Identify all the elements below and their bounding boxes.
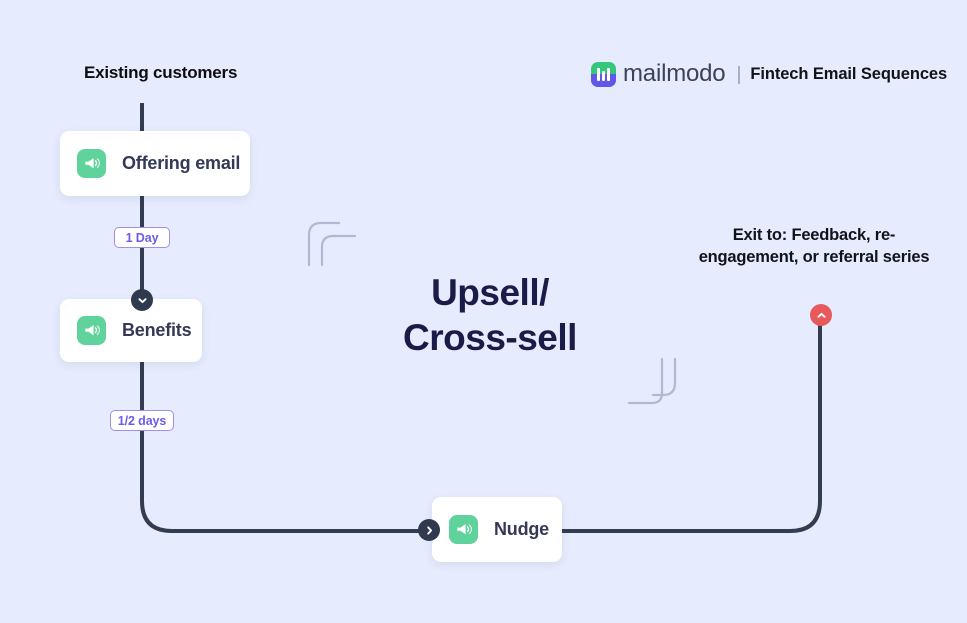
logo-bar-1 (597, 67, 600, 81)
delay-chip-2[interactable]: 1/2 days (110, 410, 174, 431)
chevron-up-icon[interactable] (810, 304, 832, 326)
chevron-down-icon[interactable] (131, 289, 153, 311)
exit-label-line-2: engagement, or referral series (698, 248, 930, 266)
brand-header: mailmodo | Fintech Email Sequences (591, 60, 947, 88)
brand-tagline: Fintech Email Sequences (750, 64, 948, 83)
deco-top-left-corner-icon (307, 221, 357, 267)
delay-chip-1[interactable]: 1 Day (114, 227, 170, 248)
megaphone-icon (77, 149, 106, 178)
deco-bottom-right-corner-icon (627, 357, 677, 405)
logo-bar-2 (602, 70, 605, 81)
brand-name: mailmodo (623, 60, 726, 87)
page-title-line-1: Upsell/ (431, 272, 549, 313)
node-label: Offering email (122, 153, 241, 173)
node-offering-email[interactable]: Offering email (60, 131, 250, 196)
node-label: Nudge (494, 519, 549, 539)
page-title: Upsell/ Cross-sell (345, 270, 635, 360)
mailmodo-logo-icon (591, 61, 616, 87)
page-title-line-2: Cross-sell (403, 317, 577, 358)
node-benefits[interactable]: Benefits (60, 299, 202, 362)
megaphone-icon (77, 316, 106, 345)
megaphone-icon (449, 515, 478, 544)
entry-label: Existing customers (84, 63, 238, 82)
chevron-right-icon[interactable] (418, 519, 440, 541)
node-label: Benefits (122, 320, 192, 340)
brand-separator: | (736, 63, 742, 85)
exit-label-line-1: Exit to: Feedback, re- (732, 226, 896, 244)
node-nudge[interactable]: Nudge (432, 497, 562, 562)
exit-label: Exit to: Feedback, re- engagement, or re… (694, 224, 934, 268)
logo-bar-3 (607, 67, 610, 81)
